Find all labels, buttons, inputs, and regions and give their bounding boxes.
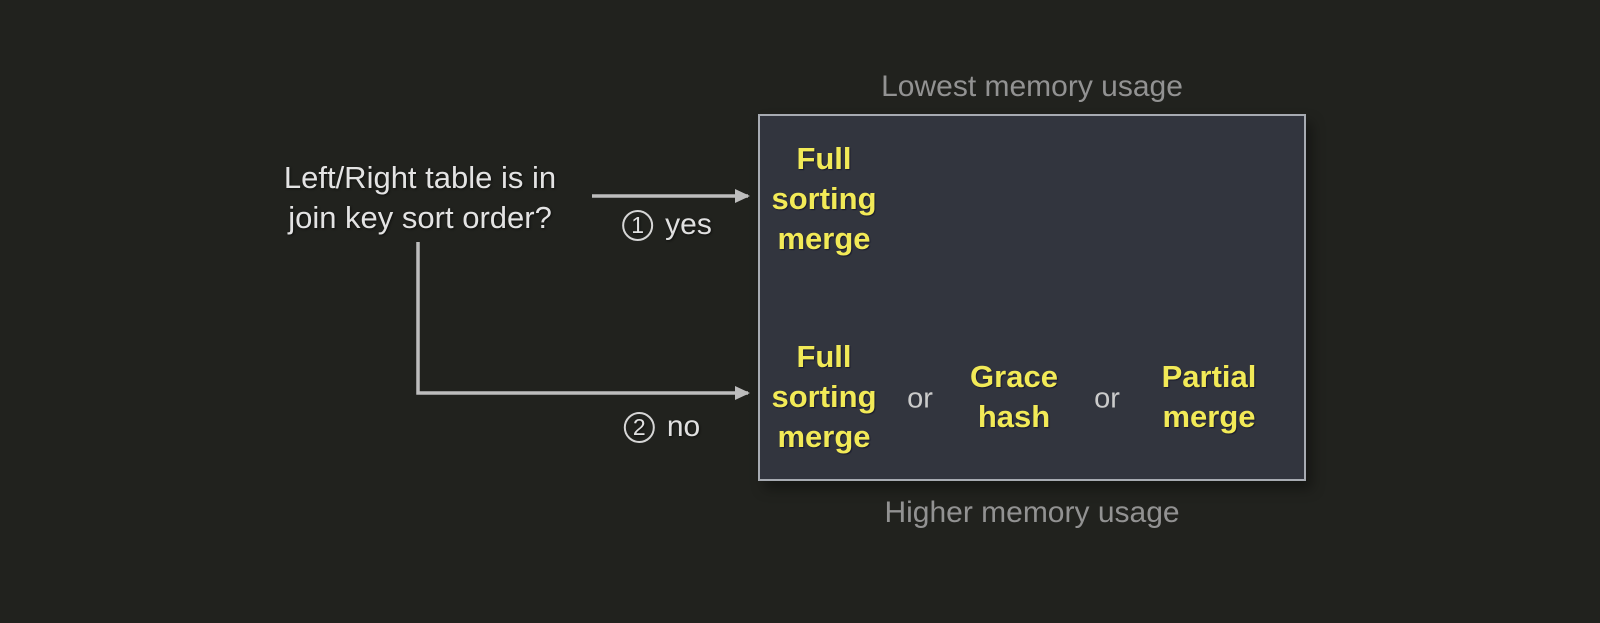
branch-yes-label: 1 yes (622, 208, 712, 242)
or-separator-1: or (907, 382, 933, 415)
option-full-sorting-merge-unsorted: Full sorting merge (771, 339, 877, 454)
branch-no-text: no (666, 410, 701, 443)
branch-no-label: 2 no (623, 410, 701, 444)
or-separator-2: or (1094, 382, 1120, 415)
lowest-memory-label: Lowest memory usage (881, 70, 1183, 103)
algorithms-box: Full sorting merge Full sorting merge or… (758, 114, 1306, 481)
circled-2-icon: 2 (623, 411, 655, 443)
option-full-sorting-merge-sorted: Full sorting merge (771, 141, 877, 256)
circled-1-icon: 1 (622, 209, 654, 241)
option-partial-merge: Partial merge (1161, 359, 1257, 434)
no-arrow (416, 242, 750, 400)
higher-memory-label: Higher memory usage (884, 496, 1180, 529)
branch-yes-text: yes (665, 208, 712, 241)
option-grace-hash: Grace hash (970, 359, 1058, 434)
question-text: Left/Right table is in join key sort ord… (283, 160, 557, 235)
